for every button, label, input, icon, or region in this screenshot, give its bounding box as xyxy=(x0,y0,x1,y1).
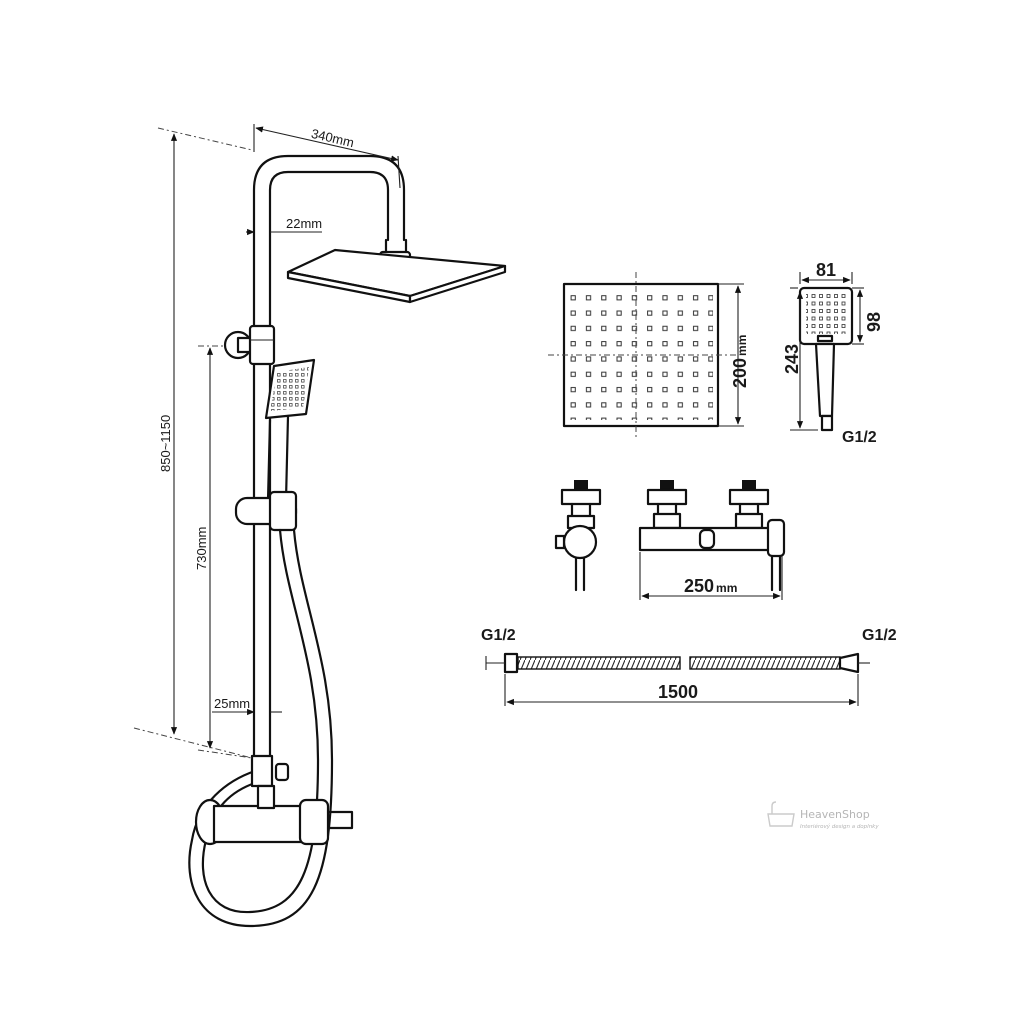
dim-label-hose-thread-right: G1/2 xyxy=(862,627,897,644)
mixer-side-view xyxy=(554,480,602,592)
dim-label-340: 340mm xyxy=(310,126,356,150)
rain-head-front-view: 200mm xyxy=(548,272,750,440)
dim-label-81: 81 xyxy=(816,260,836,280)
watermark-tagline: Interiérový design a doplnky xyxy=(800,823,879,830)
dim-label-hand-thread: G1/2 xyxy=(842,429,877,446)
shower-column xyxy=(188,154,507,928)
dim-label-243: 243 xyxy=(782,344,802,374)
watermark-brand: HeavenShop xyxy=(800,808,870,821)
watermark: HeavenShop Interiérový design a doplnky xyxy=(767,801,879,830)
dim-label-730: 730mm xyxy=(194,527,209,570)
dim-label-200-value: 200 xyxy=(730,358,750,388)
bathtub-logo-icon xyxy=(767,801,795,827)
dimension-730: 730mm xyxy=(194,345,253,759)
diverter xyxy=(250,754,274,788)
hose-cone-right xyxy=(838,652,860,674)
hose-nut-left xyxy=(503,652,519,674)
dimension-25: 25mm xyxy=(212,696,282,716)
hose-view: G1/2 G1/2 1500 xyxy=(481,627,897,706)
dim-label-200-unit: mm xyxy=(735,335,749,356)
hose-coil-right xyxy=(689,656,841,670)
height-collar xyxy=(248,324,276,366)
rain-head-edge-side xyxy=(408,264,507,304)
hose-coil-left xyxy=(517,656,681,670)
hand-shower-view: 81 98 243 G1/2 xyxy=(782,260,884,446)
dim-label-height-range: 850~1150 xyxy=(158,415,173,472)
riser-pipe-outer xyxy=(252,154,406,762)
hand-shower-handle xyxy=(266,414,290,502)
dim-label-22: 22mm xyxy=(286,216,322,231)
bar-mixer xyxy=(194,784,354,846)
rain-head-top xyxy=(286,248,507,298)
dim-label-hose-thread-left: G1/2 xyxy=(481,627,516,644)
dim-label-98: 98 xyxy=(864,312,884,332)
dimension-22: 22mm xyxy=(246,216,322,236)
dimension-850-1150: 850~1150 xyxy=(133,127,253,759)
hose-inner xyxy=(188,528,334,928)
dim-label-250-unit: mm xyxy=(716,581,737,595)
mixer-side-body xyxy=(562,524,598,560)
hand-shower-handle-view xyxy=(814,342,836,418)
riser-pipe-inner xyxy=(268,170,390,762)
svg-text:200mm: 200mm xyxy=(730,335,750,388)
dim-label-1500: 1500 xyxy=(658,682,698,702)
hose-outer xyxy=(201,528,320,914)
dim-label-250-value: 250 xyxy=(684,576,714,596)
dim-label-25: 25mm xyxy=(214,696,250,711)
